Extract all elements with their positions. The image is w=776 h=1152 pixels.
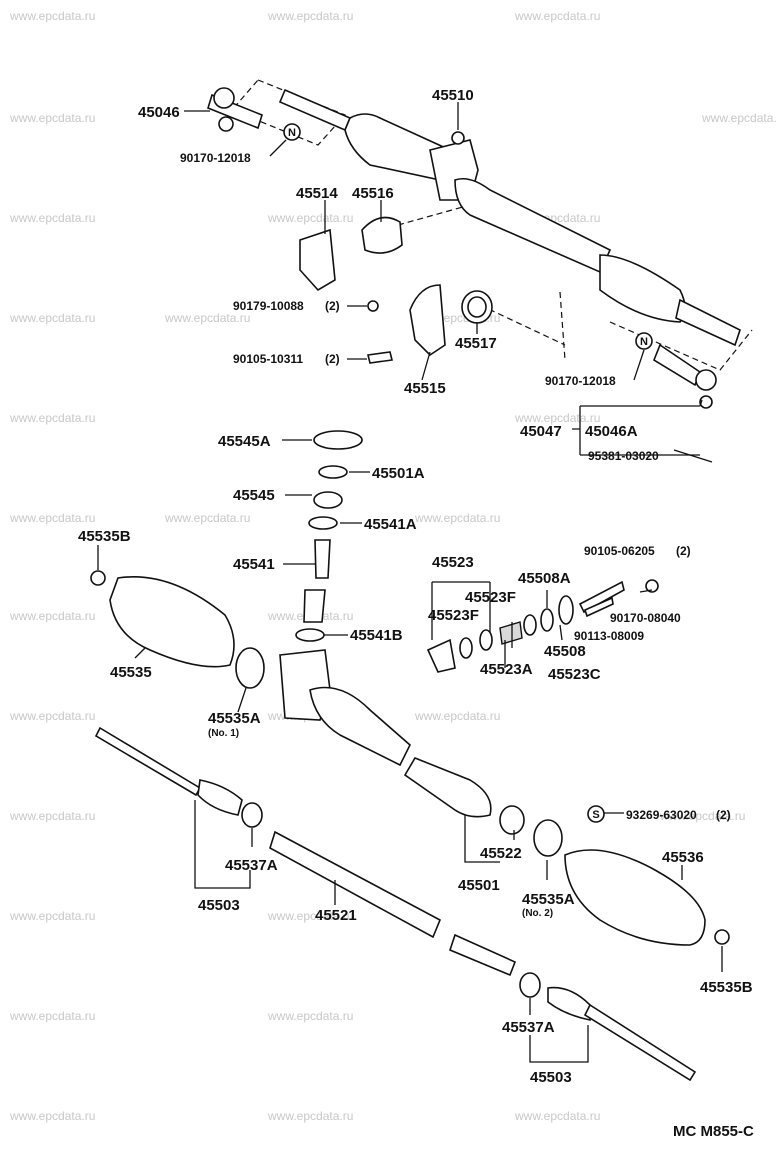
- n-symbol-left: N: [283, 123, 301, 141]
- tie-rods: [94, 726, 697, 1082]
- label-90170-12018-right: 90170-12018: [545, 374, 616, 388]
- watermark: www.epcdata.ru: [9, 111, 95, 125]
- label-45501: 45501: [458, 877, 500, 894]
- label-45503-left: 45503: [198, 897, 240, 914]
- watermark: www.epcdata.ru: [267, 1109, 353, 1123]
- label-45517: 45517: [455, 335, 497, 352]
- part-labels: 45046 45510 90170-12018 45514 45516 9017…: [78, 87, 754, 1140]
- label-45508: 45508: [544, 643, 586, 660]
- brackets-and-bushings: [299, 216, 493, 364]
- label-45541: 45541: [233, 556, 275, 573]
- rack-housing: [279, 649, 563, 857]
- label-45535A-no1: 45535A: [208, 710, 261, 727]
- label-45545: 45545: [233, 487, 275, 504]
- label-45536: 45536: [662, 849, 704, 866]
- label-45514: 45514: [296, 185, 338, 202]
- boot-left: [90, 570, 265, 689]
- label-90170-08040: 90170-08040: [610, 611, 681, 625]
- label-45523F-mid: 45523F: [428, 607, 479, 624]
- label-qty-2: (2): [676, 544, 691, 558]
- label-45537A-right: 45537A: [502, 1019, 555, 1036]
- watermark: www.epcdata.ru: [414, 511, 500, 525]
- label-95381-03020: 95381-03020: [588, 449, 659, 463]
- s-symbol-text: S: [592, 809, 599, 821]
- watermark: www.epcdata.ru: [9, 211, 95, 225]
- label-45515: 45515: [404, 380, 446, 397]
- label-93269-63020: 93269-63020: [626, 808, 697, 822]
- label-45503-right: 45503: [530, 1069, 572, 1086]
- watermark: www.epcdata.ru: [414, 709, 500, 723]
- watermark: www.epcdata.ru: [9, 709, 95, 723]
- label-45046: 45046: [138, 104, 180, 121]
- watermarks: www.epcdata.ru www.epcdata.ru www.epcdat…: [9, 9, 776, 1123]
- watermark: www.epcdata.ru: [9, 511, 95, 525]
- watermark: www.epcdata.ru: [9, 311, 95, 325]
- label-90105-10311: 90105-10311: [233, 352, 303, 366]
- n-symbol-right: N: [635, 332, 653, 350]
- watermark: www.epcdata.ru: [659, 809, 745, 823]
- leader-lines: [97, 102, 723, 1063]
- label-45541B: 45541B: [350, 627, 403, 644]
- watermark: www.epcdata.ru: [267, 211, 353, 225]
- label-45523F-top: 45523F: [465, 589, 516, 606]
- watermark: www.epcdata.ru: [9, 411, 95, 425]
- label-45541A: 45541A: [364, 516, 417, 533]
- label-90170-12018-top: 90170-12018: [180, 151, 251, 165]
- label-45545A: 45545A: [218, 433, 271, 450]
- pinion-cap: [451, 131, 465, 145]
- rack-guide-parts: [426, 579, 659, 673]
- label-45522: 45522: [480, 845, 522, 862]
- diagram-code: MC M855-C: [673, 1123, 754, 1140]
- n-symbol-text: N: [640, 336, 648, 348]
- label-45537A-left: 45537A: [225, 857, 278, 874]
- label-qty-2: (2): [716, 808, 731, 822]
- watermark: www.epcdata.ru: [267, 1009, 353, 1023]
- label-45523C: 45523C: [548, 666, 601, 683]
- label-45535A-no2: 45535A: [522, 891, 575, 908]
- label-45508A: 45508A: [518, 570, 571, 587]
- watermark: www.epcdata.ru: [267, 9, 353, 23]
- label-45501A: 45501A: [372, 465, 425, 482]
- label-90105-06205: 90105-06205: [584, 544, 655, 558]
- label-45535: 45535: [110, 664, 152, 681]
- label-45521: 45521: [315, 907, 357, 924]
- watermark: www.epcdata.ru: [9, 909, 95, 923]
- label-no1: (No. 1): [208, 728, 239, 739]
- tie-rod-end-right: [653, 343, 717, 409]
- watermark: www.epcdata.ru: [9, 609, 95, 623]
- label-qty-2: (2): [325, 299, 340, 313]
- label-no2: (No. 2): [522, 908, 553, 919]
- watermark: www.epcdata.ru: [9, 1109, 95, 1123]
- label-45535B-right: 45535B: [700, 979, 753, 996]
- label-45523: 45523: [432, 554, 474, 571]
- n-symbol-text: N: [288, 127, 296, 139]
- label-qty-2: (2): [325, 352, 340, 366]
- label-45047: 45047: [520, 423, 562, 440]
- watermark: www.epcdata.ru: [9, 1009, 95, 1023]
- label-45516: 45516: [352, 185, 394, 202]
- label-90179-10088: 90179-10088: [233, 299, 304, 313]
- watermark: www.epcdata.ru: [164, 311, 250, 325]
- label-45510: 45510: [432, 87, 474, 104]
- steering-rack-assembly: [230, 79, 753, 371]
- watermark: www.epcdata.ru: [9, 809, 95, 823]
- boot-right: S: [564, 805, 730, 946]
- label-90113-08009: 90113-08009: [574, 629, 644, 643]
- watermark: www.epcdata.ru: [514, 411, 600, 425]
- watermark: www.epcdata.ru: [9, 9, 95, 23]
- watermark: www.epcdata.ru: [267, 909, 353, 923]
- watermark: www.epcdata.ru: [701, 111, 776, 125]
- label-45523A: 45523A: [480, 661, 533, 678]
- watermark: www.epcdata.ru: [164, 511, 250, 525]
- watermark: www.epcdata.ru: [514, 1109, 600, 1123]
- watermark: www.epcdata.ru: [514, 9, 600, 23]
- pinion-stack: [295, 430, 363, 642]
- label-45535B-left: 45535B: [78, 528, 131, 545]
- label-45046A: 45046A: [585, 423, 638, 440]
- tie-rod-end-left: [207, 87, 263, 132]
